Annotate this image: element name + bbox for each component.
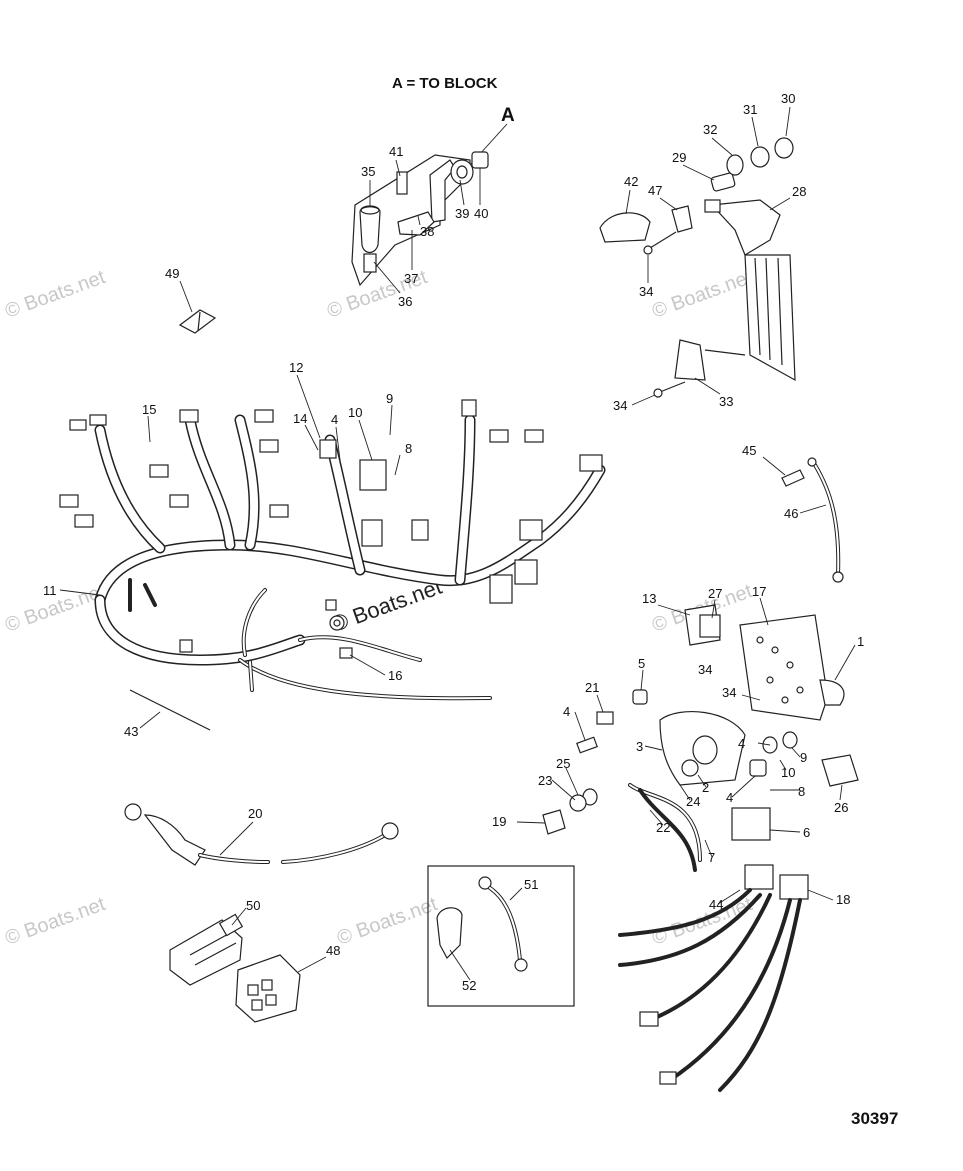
watermark-symbol: © [2,924,24,950]
callout-12: 12 [289,360,303,375]
callout-8-a: 8 [405,441,412,456]
callout-48: 48 [326,943,340,958]
callout-4-b: 4 [563,704,570,719]
callout-26: 26 [834,800,848,815]
watermark-text: Boats.net [21,266,108,316]
callout-24: 24 [686,794,700,809]
callout-4-a: 4 [331,412,338,427]
callout-4-c: 4 [738,736,745,751]
ignition-bracket-assembly [599,137,796,398]
svg-text:© Boats.net: © Boats.net [334,893,440,950]
callout-45: 45 [742,443,756,458]
callout-7: 7 [708,850,715,865]
callout-34-a: 34 [639,284,653,299]
callout-2: 2 [702,780,709,795]
electrical-plate-assembly [542,604,859,1092]
callout-35: 35 [361,164,375,179]
callout-28: 28 [792,184,806,199]
callout-15: 15 [142,402,156,417]
callout-13: 13 [642,591,656,606]
callout-33: 33 [719,394,733,409]
legend-title: A = TO BLOCK [392,75,498,92]
callout-22: 22 [656,820,670,835]
callout-27: 27 [708,586,722,601]
callout-6: 6 [803,825,810,840]
callout-34-b: 34 [613,398,627,413]
ground-wire-46 [781,457,844,583]
callout-41: 41 [389,144,403,159]
callout-47: 47 [648,183,662,198]
callout-37: 37 [404,271,418,286]
svg-text:© Boats.net: © Boats.net [2,266,108,323]
callout-10-a: 10 [348,405,362,420]
callout-49: 49 [165,266,179,281]
callout-52: 52 [462,978,476,993]
callout-36: 36 [398,294,412,309]
callout-50: 50 [246,898,260,913]
callout-32: 32 [703,122,717,137]
svg-text:© Boats.net: © Boats.net [2,893,108,950]
cable-tie-43 [129,689,211,731]
figure-number: 30397 [851,1109,898,1128]
main-wiring-harness [59,399,606,701]
callout-20: 20 [248,806,262,821]
callout-9-b: 9 [800,750,807,765]
callout-1: 1 [857,634,864,649]
callout-29: 29 [672,150,686,165]
callout-38: 38 [420,224,434,239]
callout-labels: 41 35 39 40 38 37 36 30 31 32 29 28 42 4… [43,91,864,993]
callout-16: 16 [388,668,402,683]
connector-50 [169,913,244,986]
callout-19: 19 [492,814,506,829]
callout-10-b: 10 [781,765,795,780]
callout-4-d: 4 [726,790,733,805]
block-bracket-assembly [351,151,489,287]
watermark-symbol: © [2,297,24,323]
battery-cable-20 [124,803,399,866]
callout-8-b: 8 [798,784,805,799]
callout-46: 46 [784,506,798,521]
callout-9-a: 9 [386,391,393,406]
watermark-layer: © Boats.net © Boats.net © Boats.net © Bo… [2,266,755,950]
callout-25: 25 [556,756,570,771]
callout-40: 40 [474,206,488,221]
callout-21: 21 [585,680,599,695]
callout-34-c: 34 [698,662,712,677]
watermark-symbol: © [649,611,671,637]
callout-5: 5 [638,656,645,671]
callout-42: 42 [624,174,638,189]
svg-text:© Boats.net: © Boats.net [649,266,755,323]
watermark-symbol: © [324,297,346,323]
watermark-text: Boats.net [21,893,108,943]
callout-34-d: 34 [722,685,736,700]
watermark-symbol: © [2,611,24,637]
callout-17: 17 [752,584,766,599]
callout-14: 14 [293,411,307,426]
callout-18: 18 [836,892,850,907]
bolt-49 [178,309,217,334]
detail-marker: A [501,105,515,126]
connector-48 [235,954,301,1023]
callout-31: 31 [743,102,757,117]
callout-51: 51 [524,877,538,892]
callout-3: 3 [636,739,643,754]
watermark-text: Boats.net [668,266,755,316]
callout-44: 44 [709,897,723,912]
watermark-symbol: © [649,297,671,323]
callout-43: 43 [124,724,138,739]
callout-39: 39 [455,206,469,221]
callout-23: 23 [538,773,552,788]
callout-30: 30 [781,91,795,106]
inset-box [427,865,575,1007]
callout-11: 11 [43,583,57,598]
